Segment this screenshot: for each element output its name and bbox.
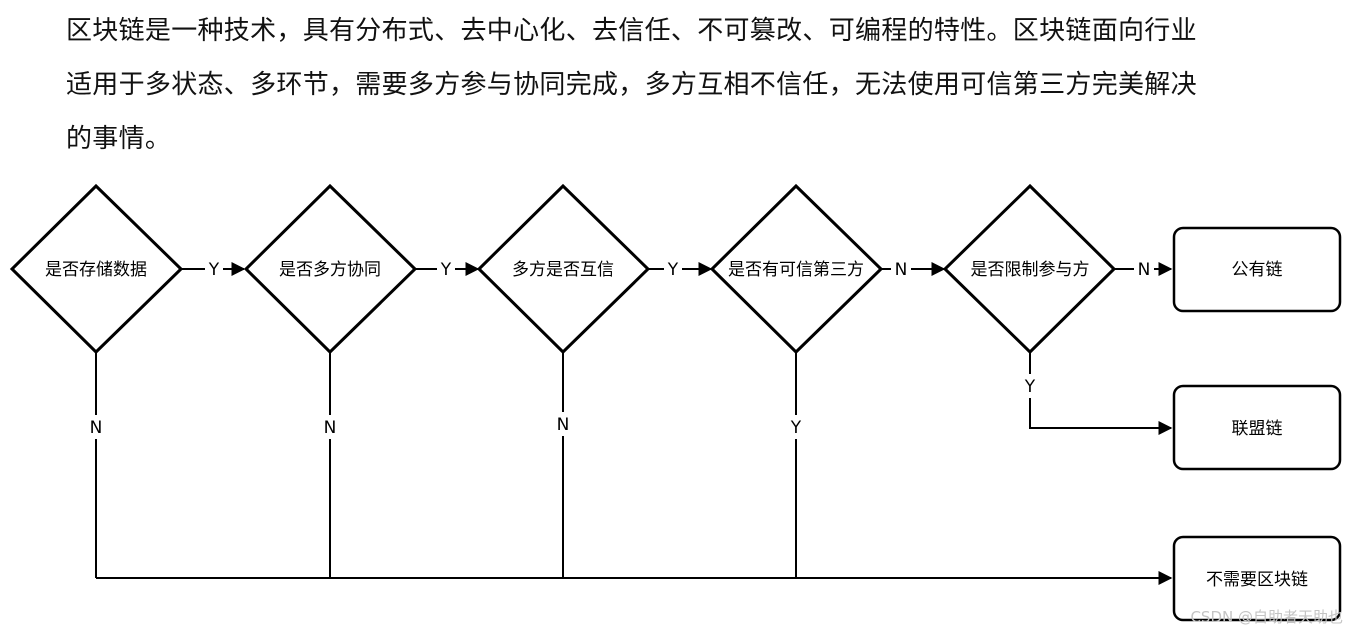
outcome-box-no-blockchain [1172,535,1342,622]
decision-label-restrict-participation: 是否限制参与方 [971,260,1090,280]
decision-diamond-trusted-third-party [709,183,884,355]
outcome-label-no-blockchain: 不需要区块链 [1206,570,1308,590]
decision-diamond-store-data [9,183,184,355]
decision-diamond-multi-party [243,183,418,355]
csdn-watermark: CSDN @自助者天助也 [1190,608,1343,626]
intro-line-3: 的事情。 [66,124,172,154]
intro-line-1: 区块链是一种技术，具有分布式、去中心化、去信任、不可篡改、可编程的特性。区块链面… [66,16,1197,46]
outcome-box-consortium-chain [1172,384,1342,471]
outcome-nodes [1172,226,1342,622]
edge-labels: Y Y Y N N Y N N N Y [87,257,1154,439]
decision-label-trusted-third-party: 是否有可信第三方 [728,260,864,280]
outcome-box-public-chain [1172,226,1342,313]
outcome-label-public-chain: 公有链 [1232,260,1283,280]
edge-label-restrict-participation-to-consortium-chain: Y [1024,377,1036,397]
decision-nodes [9,183,1117,355]
edge-label-store-data-to-no-blockchain: N [90,418,103,438]
edge-label-mutual-trust-to-no-blockchain: N [557,415,570,435]
edge-label-trusted-third-party-to-no-blockchain: Y [790,418,802,438]
decision-diamond-mutual-trust [476,183,651,355]
decision-label-store-data: 是否存储数据 [45,260,147,280]
edge-restrict-participation-to-consortium-chain [1029,352,1173,435]
edge-label-restrict-participation-to-public-chain: N [1138,260,1151,280]
edge-label-store-data-to-multi-party: Y [208,260,220,280]
intro-paragraph: 区块链是一种技术，具有分布式、去中心化、去信任、不可篡改、可编程的特性。区块链面… [66,4,1346,166]
intro-line-2: 适用于多状态、多环节，需要多方参与协同完成，多方互相不信任，无法使用可信第三方完… [66,70,1197,100]
edge-label-multi-party-to-mutual-trust: Y [440,260,452,280]
decision-label-multi-party: 是否多方协同 [279,260,381,280]
decision-diamond-restrict-participation [942,183,1117,355]
edge-label-trusted-third-party-to-restrict-participation: N [895,260,908,280]
edge-label-mutual-trust-to-trusted-third-party: Y [667,260,679,280]
outcome-label-consortium-chain: 联盟链 [1232,419,1283,439]
node-labels: 是否存储数据 是否多方协同 多方是否互信 是否有可信第三方 是否限制参与方 公有… [45,260,1308,590]
decision-label-mutual-trust: 多方是否互信 [512,260,614,280]
edge-label-multi-party-to-no-blockchain: N [324,418,337,438]
